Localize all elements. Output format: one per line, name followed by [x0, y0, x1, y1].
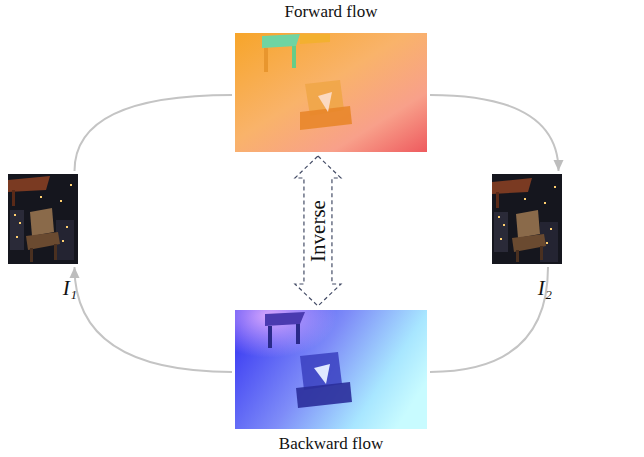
- cycle-arc: [430, 267, 548, 372]
- cycle-arc: [75, 267, 233, 372]
- flow-connector: [430, 95, 564, 171]
- flow-connector: [75, 95, 233, 171]
- frame-box: I₁: [8, 174, 78, 264]
- frame-box: I₂: [492, 174, 562, 264]
- flow-connector: [70, 267, 233, 372]
- frame-one-image: [8, 174, 78, 264]
- node-label: Forward flow: [284, 3, 377, 22]
- flow-image-box: Backward flow: [235, 310, 427, 429]
- node-label: I₂: [538, 277, 552, 300]
- node-label: I₁: [63, 277, 77, 300]
- flow-connector: [430, 267, 548, 372]
- cycle-arc: [75, 95, 233, 171]
- flow-connector: [295, 156, 341, 306]
- arrow-head: [554, 160, 564, 171]
- frame-two-image: [492, 174, 562, 264]
- flow-image-box: Forward flow: [235, 33, 427, 152]
- edge-label: Inverse: [307, 198, 328, 264]
- forward-flow-image: [235, 33, 427, 152]
- backward-flow-image: [235, 310, 427, 429]
- node-label: Backward flow: [279, 435, 383, 454]
- cycle-arc: [430, 95, 559, 171]
- double-arrow-outline: [295, 156, 341, 306]
